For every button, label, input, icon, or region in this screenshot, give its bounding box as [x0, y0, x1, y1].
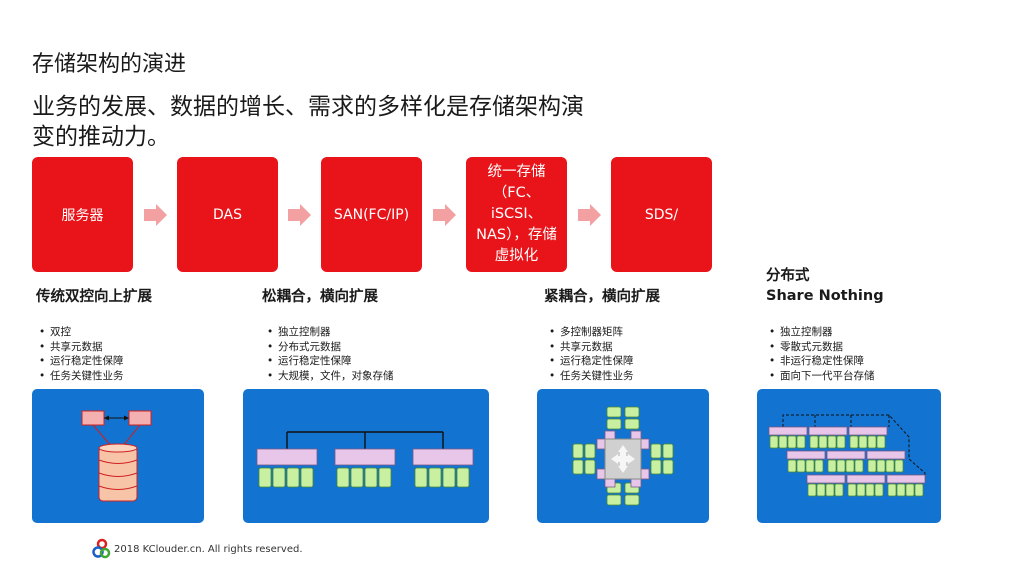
shared-disk-stack — [98, 443, 138, 502]
arrow-right-icon — [124, 415, 129, 421]
storage-node-1 — [256, 448, 318, 488]
share-nothing-diagram — [768, 414, 926, 497]
controller-a-uplink — [92, 424, 113, 448]
category-heading-traditional: 传统双控向上扩展 — [36, 289, 152, 305]
distributed-node-row-3 — [806, 474, 926, 497]
list-item: 分布式元数据 — [264, 340, 394, 355]
list-item: 零散式元数据 — [766, 340, 875, 355]
category-heading-distributed-line1: 分布式 — [766, 268, 810, 284]
slide-subtitle: 业务的发展、数据的增长、需求的多样化是存储架构演变的推动力。 — [32, 94, 584, 150]
category-heading-distributed: 分布式 Share Nothing — [766, 266, 884, 306]
bullet-list-tight-coupling: 多控制器矩阵 共享元数据 运行稳定性保障 任务关键性业务 — [546, 325, 634, 383]
controller-a — [81, 410, 105, 426]
list-item: 任务关键性业务 — [546, 369, 634, 384]
bullet-list-loose-coupling: 独立控制器 分布式元数据 运行稳定性保障 大规模，文件，对象存储 — [264, 325, 394, 383]
flow-box-san: SAN(FC/IP) — [321, 157, 422, 272]
bullet-list-traditional: 双控 共享元数据 运行稳定性保障 任务关键性业务 — [36, 325, 124, 383]
loose-coupling-diagram — [256, 431, 474, 488]
drive-column-top — [606, 406, 640, 430]
slide-title: 存储架构的演进 — [32, 52, 187, 77]
diagram-panel-tight-coupling — [537, 389, 709, 523]
controller-b — [128, 410, 152, 426]
distributed-node-row-2 — [786, 450, 906, 473]
copyright-footer: 2018 KClouder.cn. All rights reserved. — [114, 544, 303, 555]
diagram-panel-distributed — [757, 389, 941, 523]
flow-box-das: DAS — [177, 157, 278, 272]
diagram-panel-traditional — [32, 389, 204, 523]
arrow-left-icon — [104, 415, 109, 421]
diagram-panel-loose-coupling — [243, 389, 489, 523]
list-item: 运行稳定性保障 — [546, 354, 634, 369]
list-item: 共享元数据 — [546, 340, 634, 355]
kclouder-logo-icon — [92, 538, 111, 559]
list-item: 独立控制器 — [264, 325, 394, 340]
list-item: 双控 — [36, 325, 124, 340]
list-item: 任务关键性业务 — [36, 369, 124, 384]
category-heading-distributed-line2: Share Nothing — [766, 288, 884, 304]
controller-matrix-diagram — [572, 406, 674, 506]
list-item: 大规模，文件，对象存储 — [264, 369, 394, 384]
list-item: 运行稳定性保障 — [264, 354, 394, 369]
list-item: 共享元数据 — [36, 340, 124, 355]
flow-box-unified-storage: 统一存储（FC、iSCSI、NAS），存储虚拟化 — [466, 157, 567, 272]
storage-node-3 — [412, 448, 474, 488]
distributed-node-row-1 — [768, 426, 888, 449]
list-item: 面向下一代平台存储 — [766, 369, 875, 384]
list-item: 运行稳定性保障 — [36, 354, 124, 369]
four-way-arrow-icon — [611, 445, 635, 473]
storage-node-2 — [334, 448, 396, 488]
dashed-interconnect — [782, 414, 926, 479]
dual-controller-diagram — [81, 410, 152, 502]
list-item: 非运行稳定性保障 — [766, 354, 875, 369]
controller-b-uplink — [121, 424, 141, 448]
list-item: 多控制器矩阵 — [546, 325, 634, 340]
list-item: 独立控制器 — [766, 325, 875, 340]
bullet-list-distributed: 独立控制器 零散式元数据 非运行稳定性保障 面向下一代平台存储 — [766, 325, 875, 383]
category-heading-loose-coupling: 松耦合，横向扩展 — [262, 289, 378, 305]
drive-row-left — [572, 443, 596, 475]
flow-box-sds: SDS/ — [611, 157, 712, 272]
controller-ring — [596, 430, 650, 488]
category-heading-tight-coupling: 紧耦合，横向扩展 — [544, 289, 660, 305]
flow-box-server: 服务器 — [32, 157, 133, 272]
drive-row-right — [650, 443, 674, 475]
